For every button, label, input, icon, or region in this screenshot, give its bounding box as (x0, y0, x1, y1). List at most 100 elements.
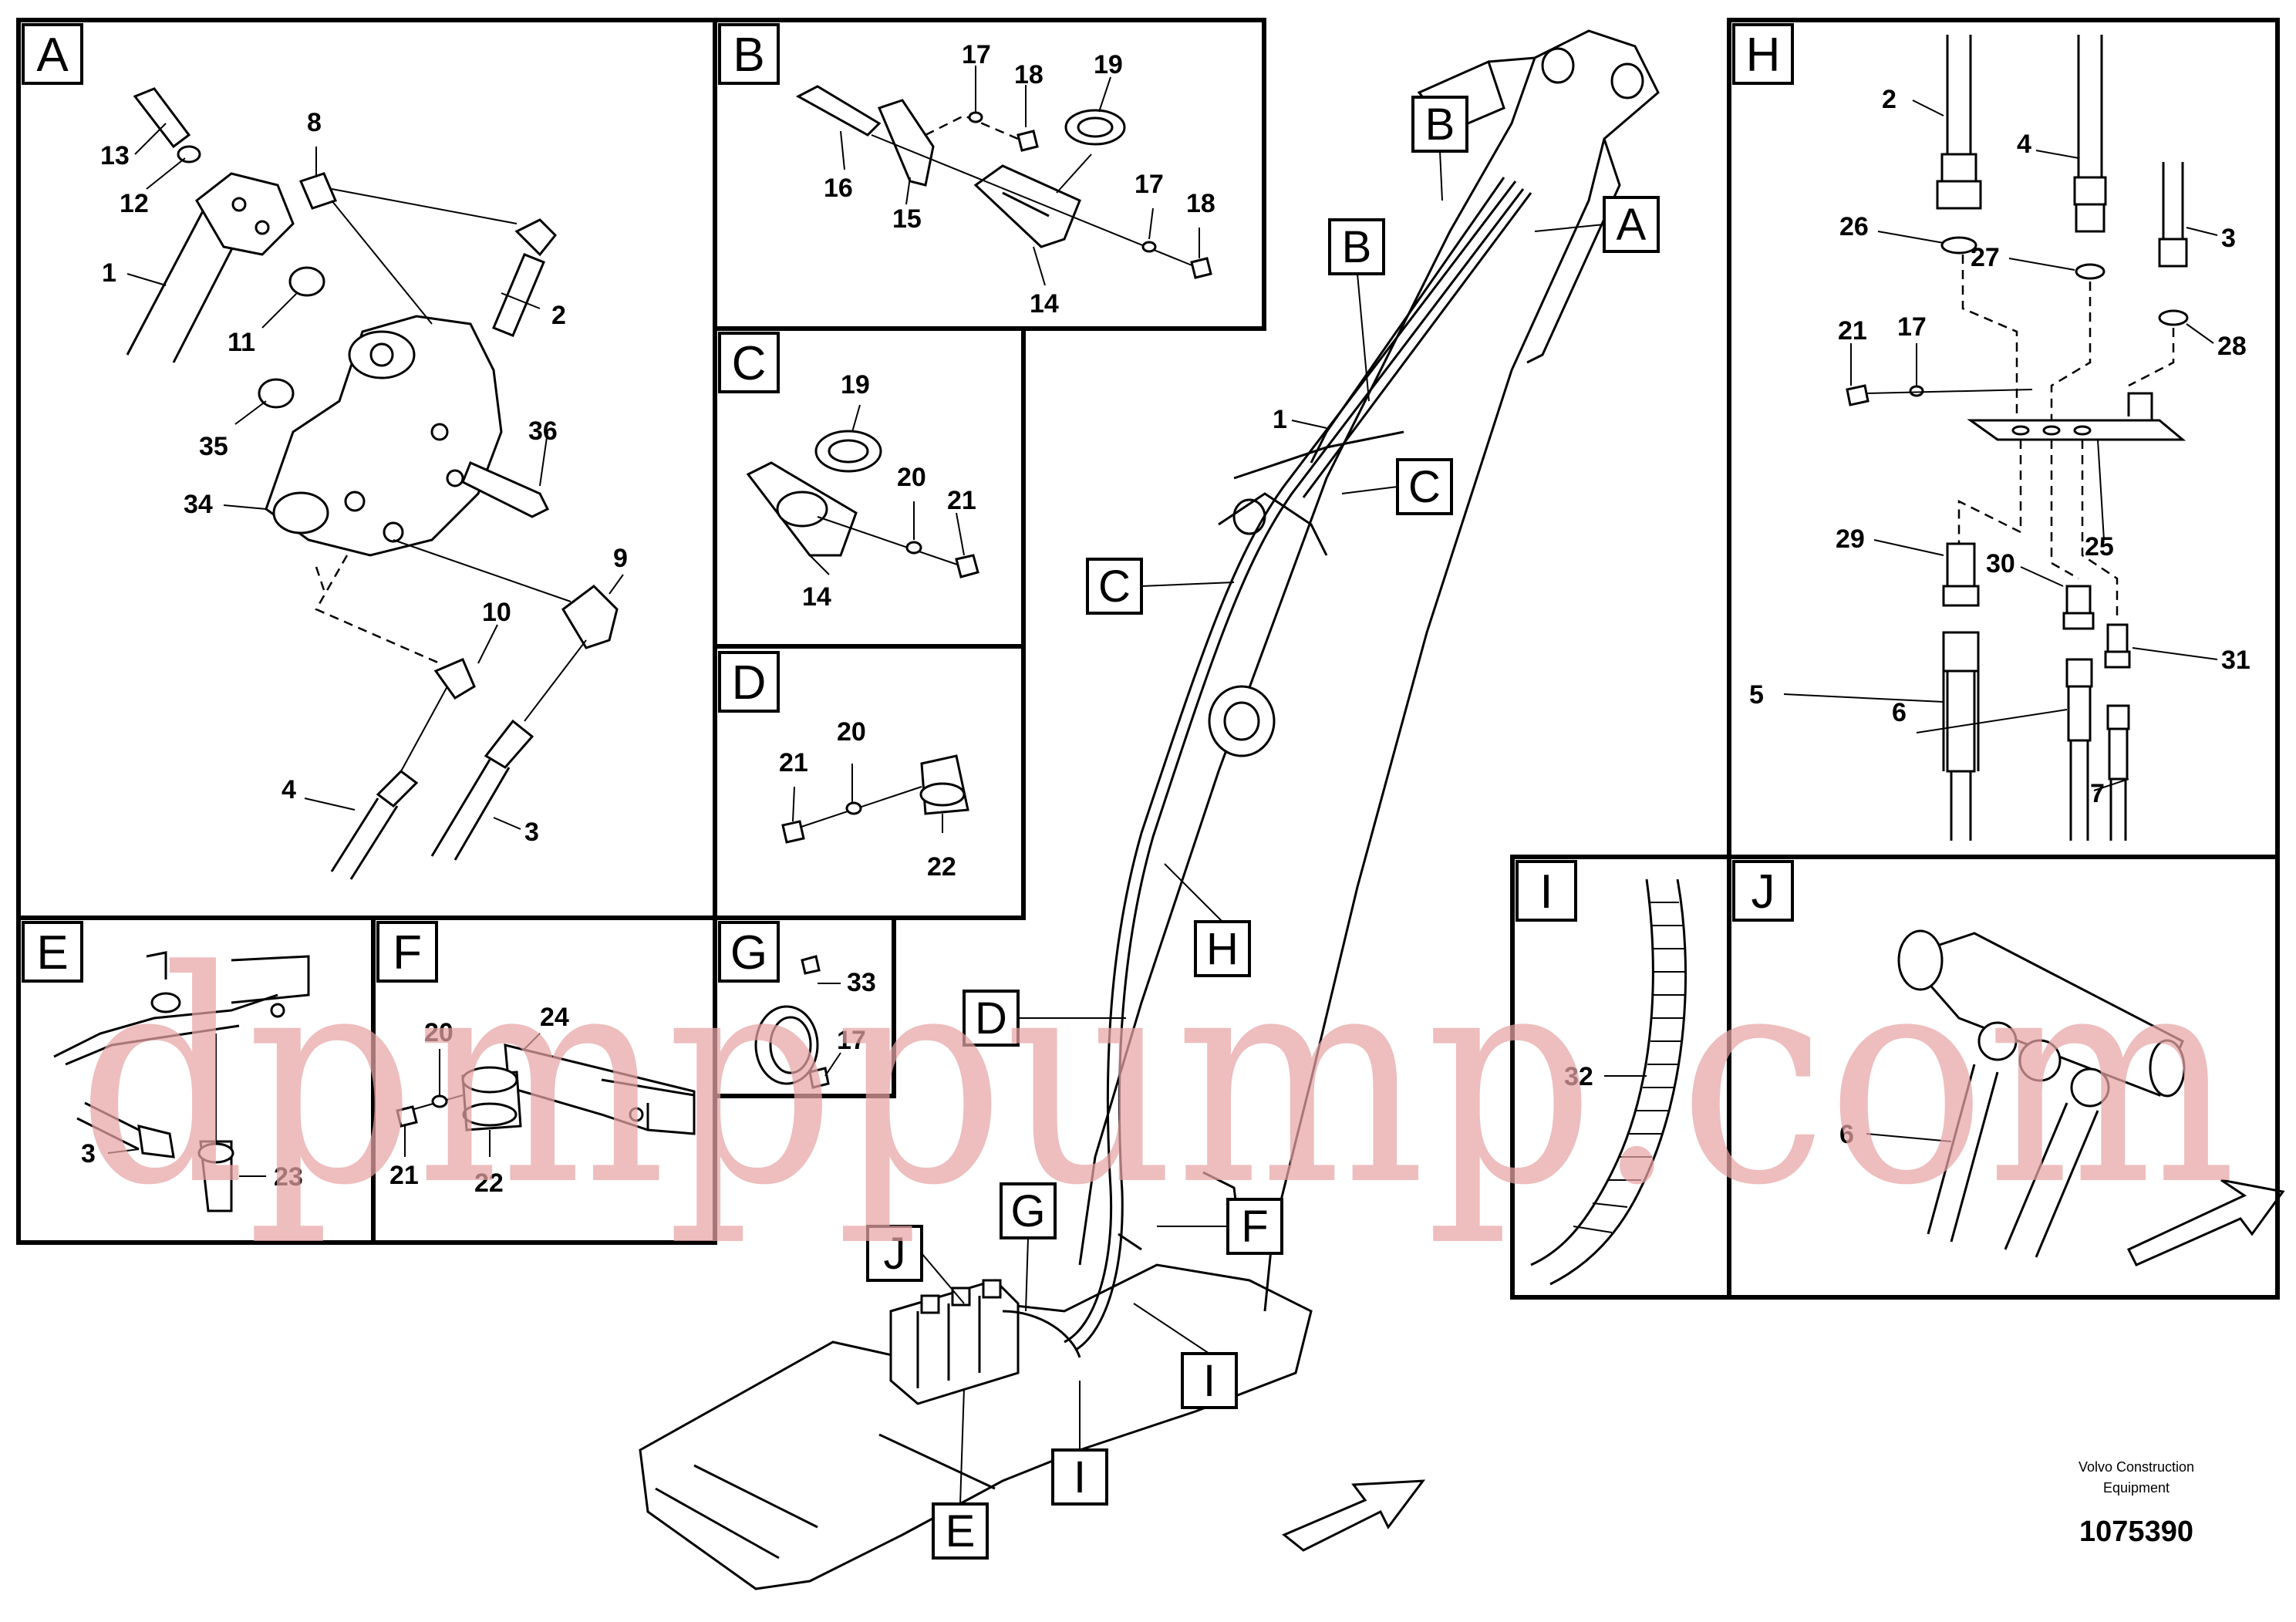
panel-i-numbers: 32 (1564, 1062, 1593, 1091)
panel-i-label: I (1539, 865, 1553, 919)
panel-g-artwork (754, 955, 841, 1089)
panel-b-numbers: 17 18 19 16 15 17 18 14 (824, 40, 1215, 319)
panel-j-num: 6 (1839, 1120, 1854, 1149)
panel-h-num: 6 (1892, 698, 1907, 727)
panel-a-num: 13 (100, 141, 130, 170)
panel-f-num: 24 (540, 1003, 569, 1032)
panel-b-num: 17 (1135, 170, 1164, 199)
panel-a-num: 3 (524, 818, 539, 847)
panel-h-label: H (1746, 29, 1781, 82)
panel-d-artwork (781, 754, 969, 844)
panel-h-num: 31 (2221, 646, 2250, 675)
main-callout-tag: I (1203, 1356, 1215, 1406)
panel-f-num: 20 (424, 1018, 453, 1047)
panel-h-num: 3 (2221, 224, 2236, 253)
main-callout-leaders (921, 150, 1605, 1505)
panel-h-num: 2 (1882, 85, 1896, 114)
panel-a-num: 8 (307, 108, 322, 137)
panel-f-num: 22 (474, 1168, 504, 1198)
main-callout-tag: G (1010, 1186, 1045, 1236)
main-callout-tag: J (884, 1229, 906, 1279)
main-callout-tag: H (1206, 924, 1239, 974)
panel-c-num: 20 (897, 463, 926, 492)
panel-e-label: E (36, 926, 68, 980)
main-callout-tag: A (1617, 200, 1647, 250)
panel-j-label: J (1752, 865, 1775, 919)
panel-i-artwork (1530, 878, 1687, 1286)
panel-a-numbers: 13 12 8 1 11 2 35 36 34 9 10 4 3 (100, 108, 628, 847)
panel-a-num: 34 (184, 490, 213, 519)
panel-g-numbers: 33 17 (837, 968, 876, 1055)
panel-c-numbers: 19 20 21 14 (802, 370, 976, 612)
main-callout-tag: C (1408, 462, 1441, 512)
panel-i-num: 32 (1564, 1062, 1593, 1091)
panel-c-num: 14 (802, 582, 831, 612)
panel-h-num: 29 (1836, 524, 1865, 554)
main-item-leader (1291, 420, 1327, 429)
panel-e-num: 23 (274, 1162, 303, 1192)
panel-a-num: 36 (528, 416, 558, 446)
panel-h-num: 4 (2017, 130, 2031, 159)
panel-h-num: 27 (1971, 243, 2000, 272)
panel-b-num: 18 (1186, 189, 1215, 218)
panel-f-numbers: 20 24 21 22 (389, 1003, 569, 1198)
panel-g-num: 33 (847, 968, 876, 997)
panel-a-artwork (126, 87, 624, 880)
panel-a-num: 10 (482, 598, 511, 627)
panel-f-artwork (396, 1033, 696, 1157)
panel-g-label: G (730, 926, 767, 980)
panel-d-label: D (732, 656, 767, 710)
panel-h-num: 30 (1986, 549, 2015, 578)
main-machine-view (639, 29, 1660, 1590)
panel-h-num: 7 (2090, 779, 2105, 808)
panel-a-num: 35 (199, 432, 228, 461)
panel-a-num: 11 (228, 328, 255, 357)
panel-d-num: 20 (837, 717, 866, 747)
panel-frames (16, 18, 2280, 1300)
panel-b-num: 14 (1030, 289, 1059, 319)
panel-b-num: 15 (892, 204, 922, 234)
panel-f-label: F (393, 926, 422, 980)
panel-d-numbers: 21 20 22 (779, 717, 956, 882)
main-item-number: 1 (1273, 405, 1287, 434)
panel-f-num: 21 (389, 1161, 419, 1190)
panel-h-num: 17 (1897, 312, 1927, 342)
panel-c-artwork (746, 404, 979, 578)
panel-b-num: 19 (1094, 50, 1123, 79)
panel-b-num: 18 (1014, 60, 1043, 89)
panel-d-num: 21 (779, 748, 808, 777)
footer-block: Volvo Construction Equipment 1075390 (2079, 1459, 2194, 1548)
panel-d-num: 22 (927, 852, 956, 882)
panel-e-num: 3 (81, 1139, 96, 1168)
panel-h-num: 28 (2217, 332, 2247, 361)
panel-h-num: 26 (1839, 212, 1869, 241)
main-callout-tag: F (1241, 1202, 1268, 1252)
company-name-line2: Equipment (2103, 1480, 2170, 1496)
panel-h-num: 5 (1749, 680, 1764, 710)
panel-b-label: B (733, 29, 764, 82)
panel-c-label: C (732, 337, 767, 390)
drawing-number: 1075390 (2079, 1516, 2193, 1548)
panel-b-num: 16 (824, 174, 853, 203)
panel-c-num: 19 (841, 370, 870, 400)
main-callout-tag: E (946, 1506, 976, 1556)
main-callout-labels: B A B C C H D F G J I I E 1 (884, 99, 1647, 1556)
main-callout-tag: C (1098, 561, 1131, 612)
panel-e-numbers: 3 23 (81, 1139, 303, 1192)
panel-a-num: 12 (120, 189, 149, 218)
panel-a-num: 9 (613, 544, 628, 573)
main-callout-tag: B (1342, 222, 1372, 272)
panel-c-num: 21 (947, 486, 976, 515)
panel-j-numbers: 6 (1839, 1120, 1854, 1149)
company-name-line1: Volvo Construction (2079, 1459, 2194, 1475)
panel-j-artwork (1866, 929, 2285, 1266)
panel-e-artwork (53, 951, 310, 1212)
panel-g-num: 17 (837, 1026, 866, 1055)
panel-h-num: 21 (1838, 316, 1867, 346)
panel-b-artwork (795, 66, 1212, 286)
panel-h-numbers: 2 4 26 27 3 21 17 28 25 29 30 5 6 31 7 (1749, 85, 2250, 808)
watermark-text: dpmppump.com (77, 908, 2237, 1249)
panel-a-label: A (36, 29, 69, 82)
